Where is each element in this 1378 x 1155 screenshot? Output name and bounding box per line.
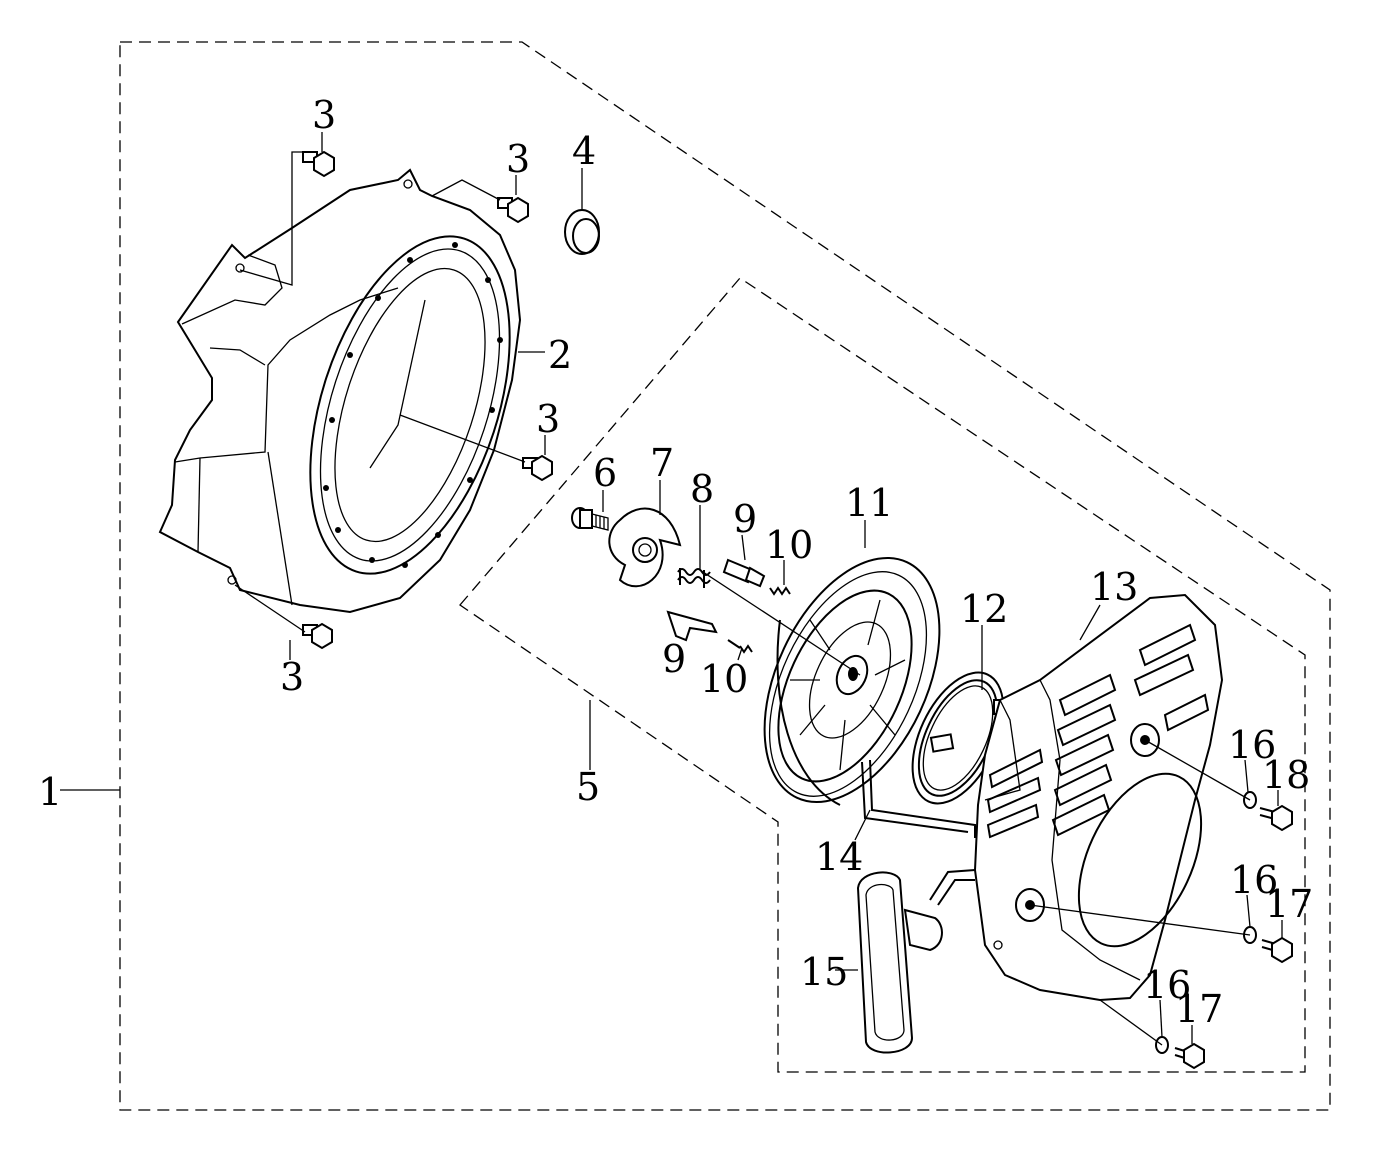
handle-part-15 xyxy=(856,871,943,1054)
callout-9a: 9 xyxy=(733,497,757,541)
shaft-bolt-part-6 xyxy=(571,507,609,531)
spring-part-8 xyxy=(677,568,711,588)
bolt-part-17a xyxy=(1261,936,1293,964)
assembly-5-boundary xyxy=(459,277,1306,1073)
starter-cover-part-13 xyxy=(973,593,1224,1002)
pawl-part-9b xyxy=(666,610,718,642)
bolt-part-18 xyxy=(1259,804,1293,832)
pawl-part-9a xyxy=(722,558,766,588)
bolt-part-17b xyxy=(1174,1042,1205,1070)
callout-4: 4 xyxy=(572,129,596,173)
pawl-spring-part-10a xyxy=(769,586,791,596)
callout-11: 11 xyxy=(845,481,893,525)
callout-17b: 17 xyxy=(1175,987,1223,1031)
callout-3d: 3 xyxy=(280,655,304,699)
callout-1: 1 xyxy=(38,770,62,814)
callout-8: 8 xyxy=(690,467,714,511)
bolt-part-3d xyxy=(302,622,333,650)
recoil-spring-part-12 xyxy=(911,671,1005,805)
callout-12: 12 xyxy=(960,587,1008,631)
assembly-1-boundary xyxy=(119,41,1331,1111)
callout-17a: 17 xyxy=(1265,882,1313,926)
callout-18: 18 xyxy=(1262,753,1310,797)
callout-2: 2 xyxy=(548,333,572,377)
rope-part-14 xyxy=(861,759,976,906)
fan-shroud-part xyxy=(158,168,522,614)
callout-5: 5 xyxy=(576,765,600,809)
bolt-part-3a xyxy=(302,150,335,178)
callout-7: 7 xyxy=(650,441,674,485)
callout-16a: 16 xyxy=(1228,723,1276,767)
callout-3c: 3 xyxy=(536,397,560,441)
bolt-part-3c xyxy=(522,454,553,482)
callout-10b: 10 xyxy=(700,657,748,701)
callout-14: 14 xyxy=(815,835,863,879)
callout-6: 6 xyxy=(593,451,617,495)
callout-10a: 10 xyxy=(765,523,813,567)
callout-15: 15 xyxy=(800,950,848,994)
pawl-spring-part-10b xyxy=(727,639,753,654)
reel-part-11 xyxy=(763,556,941,806)
ratchet-plate-part-7 xyxy=(608,507,682,588)
callout-16c: 16 xyxy=(1143,963,1191,1007)
seal-part-4 xyxy=(564,209,600,255)
washer-part-16a xyxy=(1243,791,1257,809)
callout-9b: 9 xyxy=(662,637,686,681)
callout-3a: 3 xyxy=(312,93,336,137)
callout-3b: 3 xyxy=(506,137,530,181)
bolt-part-3b xyxy=(497,196,529,224)
callout-16b: 16 xyxy=(1230,858,1278,902)
leader-lines xyxy=(60,132,1283,1046)
callout-13: 13 xyxy=(1090,565,1138,609)
